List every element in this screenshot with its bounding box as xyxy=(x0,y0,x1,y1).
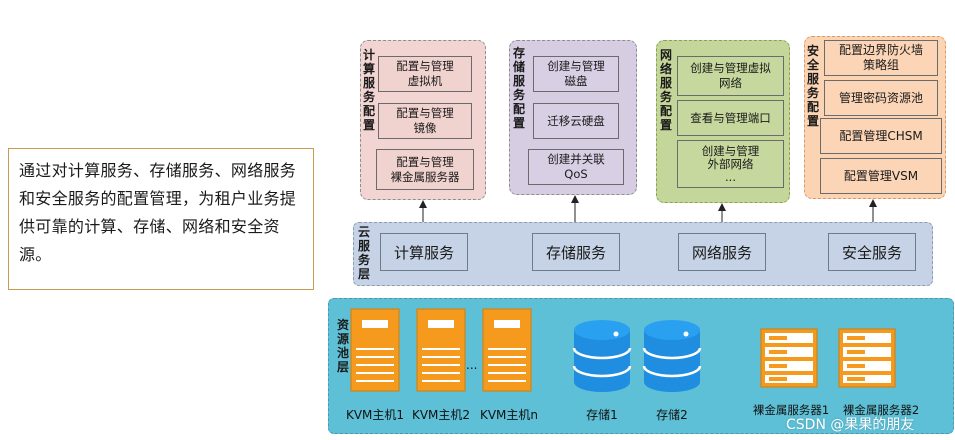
baremetal-2-icon xyxy=(838,328,896,388)
crypto-pool-item: 管理密码资源池 xyxy=(824,80,938,116)
resource-pool-label: 资源池层 xyxy=(336,318,349,374)
description-box: 通过对计算服务、存储服务、网络服务和安全服务的配置管理，为租户业务提供可靠的计算… xyxy=(8,148,314,290)
watermark: CSDN @果果的朋友 xyxy=(786,417,915,433)
security-config-label: 安全服务配置 xyxy=(806,44,819,128)
config-vm-item: 配置与管理虚拟机 xyxy=(378,56,472,92)
kvm-host-2-label: KVM主机2 xyxy=(411,408,471,422)
config-image-item: 配置与管理镜像 xyxy=(378,103,472,139)
create-vnet-item: 创建与管理虚拟网络 xyxy=(677,56,784,96)
kvm-host-n-label: KVM主机n xyxy=(479,408,539,422)
network-service-box: 网络服务 xyxy=(678,233,766,271)
compute-config-label: 计算服务配置 xyxy=(362,48,375,132)
storage-1-icon xyxy=(572,320,632,392)
vsm-item: 配置管理VSM xyxy=(820,158,942,194)
baremetal-1-icon xyxy=(760,328,818,388)
kvm-host-1-icon xyxy=(350,308,400,392)
migrate-disk-item: 迁移云硬盘 xyxy=(533,103,619,139)
network-config-label: 网络服务配置 xyxy=(659,48,672,132)
firewall-policy-item: 配置边界防火墙策略组 xyxy=(824,40,938,76)
storage-2-label: 存储2 xyxy=(656,408,688,422)
chsm-item: 配置管理CHSM xyxy=(820,118,942,154)
kvm-host-2-icon xyxy=(416,308,466,392)
storage-1-label: 存储1 xyxy=(586,408,618,422)
kvm-host-1-label: KVM主机1 xyxy=(345,408,405,422)
storage-2-icon xyxy=(642,320,702,392)
security-service-box: 安全服务 xyxy=(828,233,916,271)
storage-service-box: 存储服务 xyxy=(532,233,620,271)
create-disk-item: 创建与管理磁盘 xyxy=(533,56,619,92)
config-baremetal-item: 配置与管理裸金属服务器 xyxy=(376,149,474,190)
service-layer-label: 云服务层 xyxy=(357,225,370,281)
host-ellipsis: ... xyxy=(466,358,478,372)
compute-service-box: 计算服务 xyxy=(380,233,468,271)
manage-port-item: 查看与管理端口 xyxy=(677,100,784,136)
kvm-host-n-icon xyxy=(482,308,532,392)
create-extnet-item: 创建与管理外部网络... xyxy=(677,140,784,188)
baremetal-2-label: 裸金属服务器2 xyxy=(842,403,920,417)
storage-config-label: 存储服务配置 xyxy=(512,46,525,130)
baremetal-1-label: 裸金属服务器1 xyxy=(752,403,830,417)
